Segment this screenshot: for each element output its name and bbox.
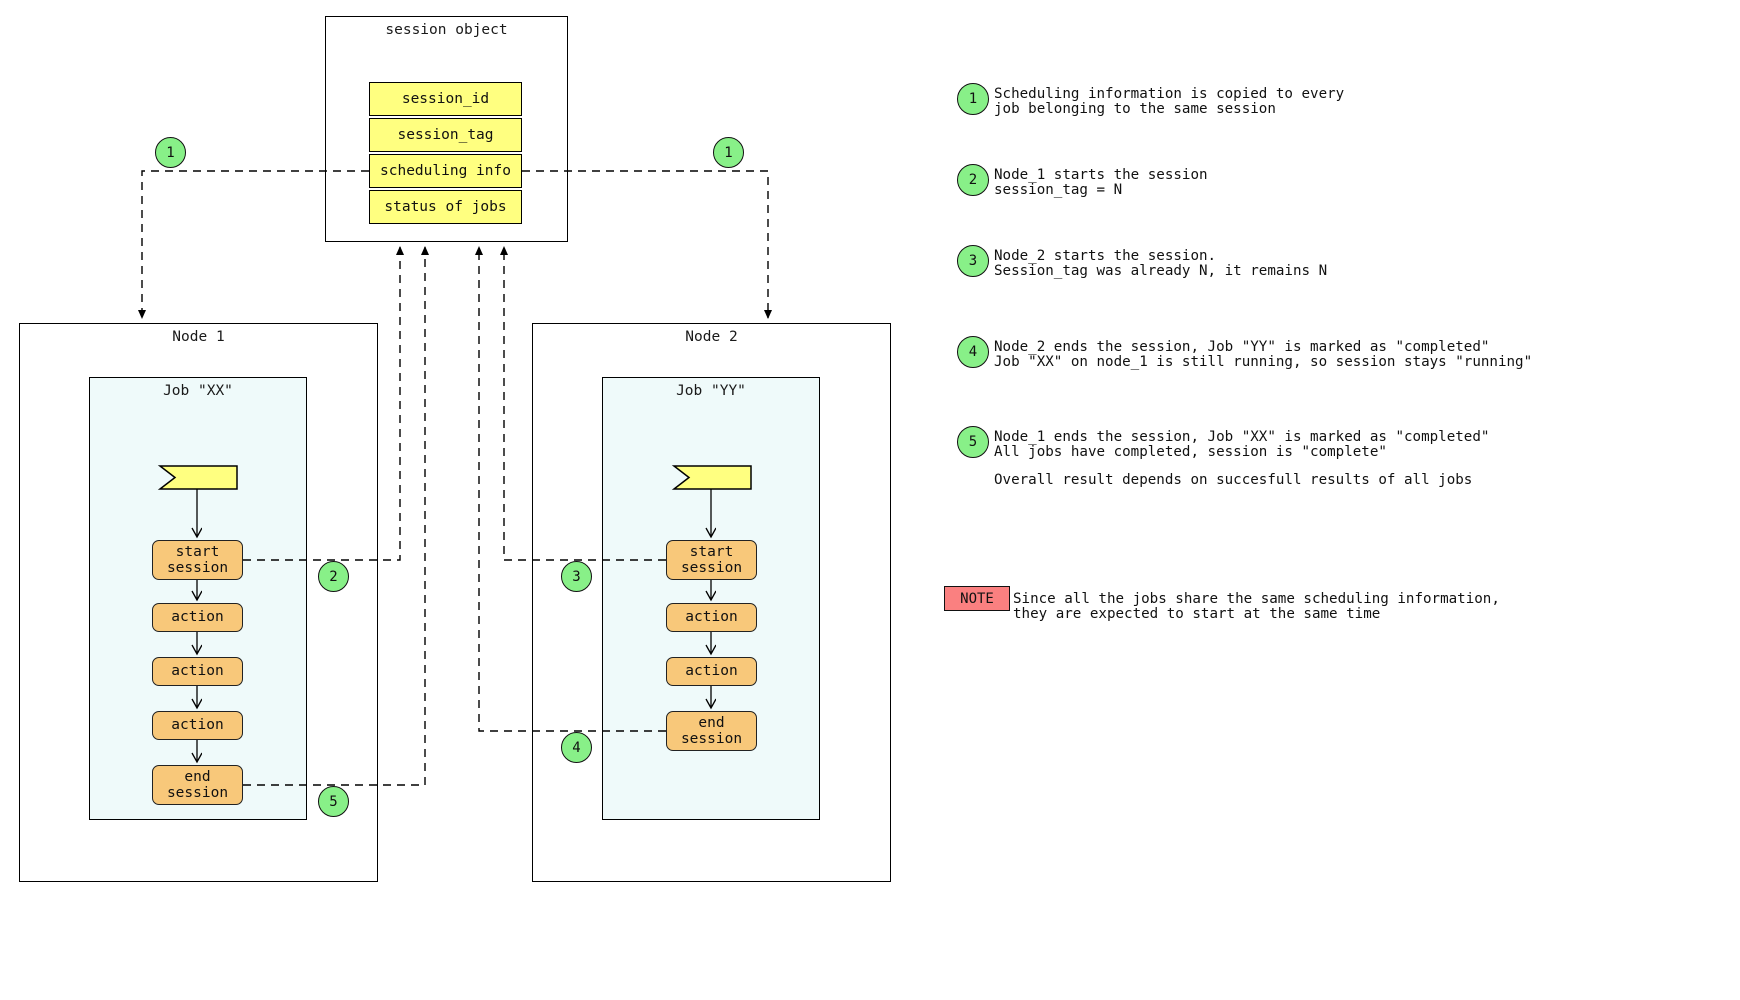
- session-field-status-of-jobs: status of jobs: [369, 190, 522, 224]
- node-1-step-action-1: action: [152, 603, 243, 632]
- session-field-scheduling-info: scheduling info: [369, 154, 522, 188]
- node-1-sched-shape: sched: [183, 469, 227, 486]
- step-line-1: action: [171, 717, 224, 734]
- marker-node2-end: 4: [561, 732, 592, 763]
- job-yy-title: Job "YY": [676, 383, 746, 399]
- legend-text-3-line2: Session_tag was already N, it remains N: [994, 263, 1328, 279]
- marker-node1-top: 1: [155, 137, 186, 168]
- marker-node2-top: 1: [713, 137, 744, 168]
- node-2-step-action-1: action: [666, 603, 757, 632]
- node-2-sched-shape: sched: [697, 469, 741, 486]
- job-yy-box: [602, 377, 820, 820]
- legend-text-4-line2: Job "XX" on node_1 is still running, so …: [994, 354, 1533, 370]
- step-line-2: session: [680, 731, 743, 747]
- marker-node1-start: 2: [318, 561, 349, 592]
- step-line-1: start: [175, 543, 220, 560]
- step-line-2: session: [166, 785, 229, 801]
- node-1-step-end-session: end session: [152, 765, 243, 805]
- legend-marker-4: 4: [957, 336, 989, 368]
- legend-text-5-line2: All jobs have completed, session is "com…: [994, 444, 1387, 460]
- step-line-1: start: [689, 543, 734, 560]
- node-1-title: Node 1: [172, 329, 225, 345]
- job-xx-title: Job "XX": [163, 383, 233, 399]
- session-field-session-tag: session_tag: [369, 118, 522, 152]
- legend-text-4-line1: Node_2 ends the session, Job "YY" is mar…: [994, 339, 1490, 355]
- legend-marker-2: 2: [957, 164, 989, 196]
- note-badge: NOTE: [944, 586, 1010, 611]
- legend-text-2-line2: session_tag = N: [994, 182, 1123, 198]
- node-2-step-start-session: start session: [666, 540, 757, 580]
- marker-node2-start: 3: [561, 561, 592, 592]
- step-line-1: action: [685, 609, 738, 626]
- node-1-step-action-2: action: [152, 657, 243, 686]
- legend-text-5-line1: Node_1 ends the session, Job "XX" is mar…: [994, 429, 1490, 445]
- node-2-step-end-session: end session: [666, 711, 757, 751]
- legend-text-1-line1: Scheduling information is copied to ever…: [994, 86, 1345, 102]
- step-line-1: end: [184, 768, 211, 785]
- step-line-1: action: [685, 663, 738, 680]
- legend-text-3-line1: Node_2 starts the session.: [994, 248, 1217, 264]
- legend-text-2-line1: Node_1 starts the session: [994, 167, 1208, 183]
- node-2-step-action-2: action: [666, 657, 757, 686]
- step-line-1: end: [698, 714, 725, 731]
- job-xx-box: [89, 377, 307, 820]
- legend-marker-1: 1: [957, 83, 989, 115]
- marker-node1-end: 5: [318, 786, 349, 817]
- step-line-2: session: [680, 560, 743, 576]
- legend-text-1-line2: job belonging to the same session: [994, 101, 1276, 117]
- legend-marker-3: 3: [957, 245, 989, 277]
- step-line-1: action: [171, 609, 224, 626]
- node-2-title: Node 2: [685, 329, 738, 345]
- node-1-step-action-3: action: [152, 711, 243, 740]
- session-object-title: session object: [385, 22, 508, 38]
- overall-result-text: Overall result depends on succesfull res…: [994, 472, 1473, 488]
- step-line-2: session: [166, 560, 229, 576]
- node-1-step-start-session: start session: [152, 540, 243, 580]
- legend-marker-5: 5: [957, 426, 989, 458]
- note-text-line1: Since all the jobs share the same schedu…: [1013, 591, 1500, 607]
- session-field-session-id: session_id: [369, 82, 522, 116]
- note-text-line2: they are expected to start at the same t…: [1013, 606, 1381, 622]
- step-line-1: action: [171, 663, 224, 680]
